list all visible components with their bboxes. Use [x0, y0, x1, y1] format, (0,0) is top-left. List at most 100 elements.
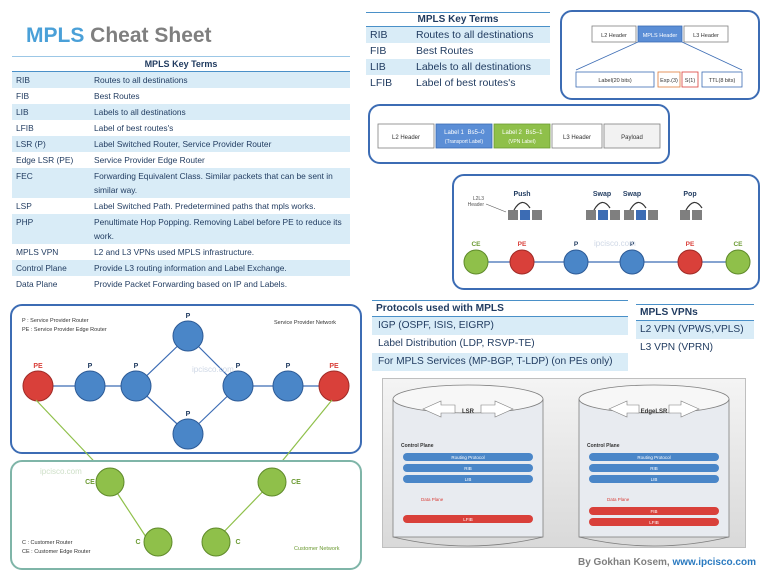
sp-p4-label: P — [286, 363, 291, 370]
label-field-box — [575, 71, 655, 88]
packet4-l2 — [680, 210, 690, 220]
mpls-header-box — [637, 25, 683, 43]
sp-p4-router-icon — [272, 370, 304, 402]
key-term-row: LSR (P)Label Switched Router, Service Pr… — [12, 136, 350, 152]
cust-ce-left-router-icon — [95, 467, 125, 497]
stack-l2-box — [377, 123, 435, 149]
label-stack-panel: L2 Header Label 1 Bs5–0 (Transport Label… — [368, 104, 670, 164]
protocols-row: IGP (OSPF, ISIS, EIGRP) — [372, 317, 628, 335]
lsr-routing-protocol-bar — [403, 453, 533, 461]
key-term-term: Data Plane — [16, 279, 58, 289]
legend-p: P : Service Provider Router — [22, 318, 89, 324]
packet-group-4 — [680, 201, 703, 220]
sp-network-title: Service Provider Network — [274, 320, 336, 326]
packet1-l2 — [508, 210, 518, 220]
edge-lsr-label: EdgeLSR — [641, 409, 668, 415]
packet1-l3 — [532, 210, 542, 220]
l3-header-box — [683, 25, 729, 43]
sp-p2-router-icon — [120, 370, 152, 402]
cust-watermark: ipcisco.com — [40, 467, 82, 476]
ops-ce-right-label: CE — [733, 241, 743, 248]
footer-credit: By Gokhan Kosem, www.ipcisco.com — [577, 557, 756, 568]
lsr-bottom — [392, 536, 544, 547]
mpls-vpns-table: MPLS VPNs L2 VPN (VPWS,VPLS)L3 VPN (VPRN… — [636, 304, 754, 357]
expand-line-left — [575, 41, 639, 71]
key-term-term: FIB — [16, 91, 30, 101]
l2l3-header-note-line2: Header — [468, 202, 485, 208]
vpns-header: MPLS VPNs — [636, 304, 754, 321]
key-term-term: MPLS VPN — [16, 247, 59, 257]
lsr-rib-bar — [403, 464, 533, 472]
cust-network-title: Customer Network — [294, 546, 340, 552]
label-field-label: Label(20 bits) — [598, 78, 631, 84]
swap1-label: Swap — [593, 191, 611, 198]
stack-label1-label: Label 1 — [444, 130, 464, 136]
edge-lsr-left-arrow-icon — [608, 400, 640, 418]
cust-c-left-router-icon — [143, 527, 173, 557]
key-term-small-term: FIB — [370, 45, 387, 57]
edge-lsr-rib-label: RIB — [650, 466, 658, 471]
stack-l3-label: L3 Header — [563, 135, 591, 141]
sp-ptop-label: P — [186, 313, 191, 320]
key-term-definition: Best Routes — [94, 91, 140, 101]
edge-lsr-cylinder: EdgeLSR Control Plane Routing Protocol R… — [578, 384, 730, 547]
swap2-arrow-icon — [629, 201, 647, 211]
packet1-label — [520, 210, 530, 220]
protocols-header: Protocols used with MPLS — [372, 300, 628, 317]
key-term-small-term: LIB — [370, 61, 386, 73]
l2-header-label: L2 Header — [601, 33, 627, 39]
key-term-definition: L2 and L3 VPNs used MPLS infrastructure. — [94, 247, 255, 257]
stack-label2-bits: Bs5–1 — [525, 130, 543, 136]
legend-ce: CE : Customer Edge Router — [22, 549, 91, 555]
key-term-small-definition: Best Routes — [416, 45, 474, 57]
mpls-header-label: MPLS Header — [643, 33, 678, 39]
ops-watermark: ipcisco.com — [594, 239, 636, 248]
cust-c-right-label: C — [235, 539, 240, 546]
ce-right-router-icon — [725, 249, 751, 275]
page-title: MPLS Cheat Sheet — [26, 24, 212, 47]
sp-p1-router-icon — [74, 370, 106, 402]
l3-header-label: L3 Header — [693, 33, 719, 39]
mpls-header-structure-panel: L2 Header MPLS Header L3 Header Label(20… — [560, 10, 760, 100]
pop-arrow-icon — [685, 201, 703, 211]
packet-group-3 — [624, 201, 658, 220]
footer-site-link[interactable]: www.ipcisco.com — [672, 557, 756, 568]
service-provider-network-panel: P : Service Provider Router PE : Service… — [10, 304, 362, 454]
ops-p1-label: P — [574, 241, 579, 248]
ops-p2-label: P — [630, 241, 635, 248]
key-term-row: FIB Best Routes — [12, 88, 350, 104]
protocols-row: For MPLS Services (MP-BGP, T-LDP) (on PE… — [372, 353, 628, 371]
key-term-small-row: FIB Best Routes — [366, 43, 550, 59]
protocols-table: Protocols used with MPLS IGP (OSPF, ISIS… — [372, 300, 628, 371]
sp-pbottom-router-icon — [172, 418, 204, 450]
lsr-left-arrow-icon — [422, 400, 456, 418]
packet2-label — [598, 210, 608, 220]
key-term-small-definition: Label of best routes's — [416, 77, 516, 89]
p1-router-icon — [563, 249, 589, 275]
lsr-rib-label: RIB — [464, 466, 472, 471]
cust-c-right-router-icon — [201, 527, 231, 557]
lsr-data-plane-label: Data Plane — [421, 497, 444, 502]
l2l3-header-note-line1: L2L3 — [473, 196, 484, 202]
cust-c-left-label: C — [135, 539, 140, 546]
sp-pe-right-router-icon — [318, 370, 350, 402]
stack-label1-sub: (Transport Label) — [445, 139, 483, 145]
packet3-label — [636, 210, 646, 220]
key-term-definition: Routes to all destinations — [94, 75, 188, 85]
p2-router-icon — [619, 249, 645, 275]
edge-lsr-right-arrow-icon — [668, 400, 700, 418]
sp-pbottom-label: P — [186, 411, 191, 418]
pe-right-router-icon — [677, 249, 703, 275]
packet2-l3 — [610, 210, 620, 220]
exp-field-box — [657, 71, 681, 88]
packet3-l3 — [648, 210, 658, 220]
legend-c: C : Customer Router — [22, 540, 73, 546]
sp-p1-label: P — [88, 363, 93, 370]
lsr-cylinder: LSR Control Plane Routing Protocol RIB L… — [392, 384, 544, 547]
push-label: Push — [513, 191, 530, 198]
key-term-small-definition: Routes to all destinations — [416, 29, 534, 41]
